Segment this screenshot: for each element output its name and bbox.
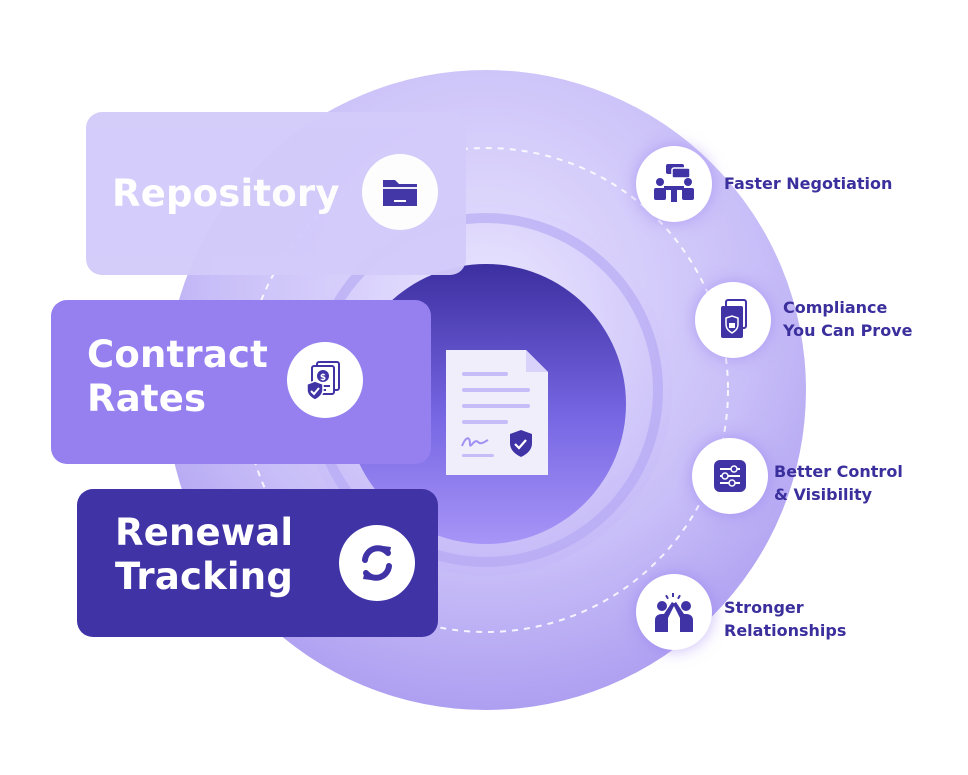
signed-document-icon [444, 348, 550, 477]
control-sliders-icon [692, 438, 768, 514]
compliance-lock-document-icon [695, 282, 771, 358]
contract-rates-card: Contract Rates $ [51, 300, 431, 464]
contract-rates-label-line-1: Contract [87, 333, 269, 376]
svg-text:$: $ [320, 373, 326, 383]
contract-rates-label-line-2: Rates [87, 376, 207, 420]
benefit-label: Compliance You Can Prove [783, 296, 912, 342]
folder-icon [362, 154, 438, 230]
benefit-label-line-2: You Can Prove [783, 321, 913, 340]
contract-rates-label: Contract Rates [87, 333, 268, 420]
renewal-tracking-label-line-1: Renewal [115, 511, 294, 554]
repository-card: Repository [86, 112, 466, 275]
negotiation-meeting-icon [636, 146, 712, 222]
benefit-label-line-1: Better Control [774, 462, 903, 481]
benefit-label-line-2: & Visibility [774, 485, 873, 504]
renewal-tracking-label-line-2: Tracking [115, 554, 294, 598]
benefit-label-line-1: Compliance [783, 298, 888, 317]
refresh-icon [339, 525, 415, 601]
high-five-icon [636, 574, 712, 650]
benefit-label-line-2: Relationships [724, 621, 847, 640]
benefit-label: Stronger Relationships [724, 596, 846, 642]
benefit-label: Faster Negotiation [724, 174, 893, 193]
renewal-tracking-card: Renewal Tracking [77, 489, 438, 637]
repository-label: Repository [112, 172, 340, 215]
benefit-label-line-1: Stronger [724, 598, 804, 617]
benefit-label: Better Control & Visibility [774, 460, 903, 506]
renewal-tracking-label: Renewal Tracking [115, 511, 293, 598]
contract-rates-icon: $ [287, 342, 363, 418]
